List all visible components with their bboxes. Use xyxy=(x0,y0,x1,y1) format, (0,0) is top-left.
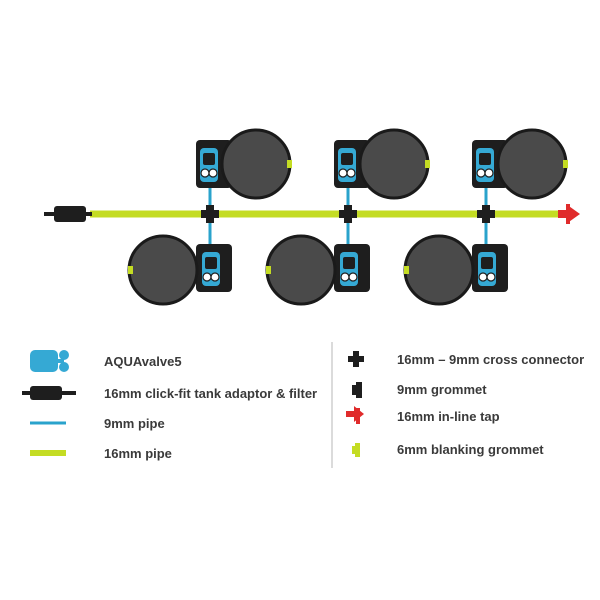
lower-unit-2 xyxy=(265,214,370,306)
cross-connector-icon xyxy=(348,351,364,367)
legend-label-tank-adaptor: 16mm click-fit tank adaptor & filter xyxy=(104,386,317,401)
legend-label-aquavalve: AQUAvalve5 xyxy=(104,354,182,369)
legend-label-blanking-grommet: 6mm blanking grommet xyxy=(397,442,544,457)
legend-label-cross-connector: 16mm – 9mm cross connector xyxy=(397,352,584,367)
lower-unit-3 xyxy=(403,214,508,306)
aquavalve-icon xyxy=(30,350,69,372)
legend-label-inline-tap: 16mm in-line tap xyxy=(397,409,500,424)
tank-adaptor-filter xyxy=(44,206,92,222)
lower-unit-1 xyxy=(127,214,232,306)
legend-label-pipe-16mm: 16mm pipe xyxy=(104,446,172,461)
upper-unit-1 xyxy=(196,128,292,214)
cross-connectors xyxy=(201,205,495,223)
inline-tap xyxy=(558,204,580,224)
system-diagram xyxy=(44,128,580,306)
inline-tap-icon xyxy=(346,406,364,424)
grommet-9mm-icon xyxy=(352,382,362,398)
legend-label-pipe-9mm: 9mm pipe xyxy=(104,416,165,431)
legend-label-grommet-9mm: 9mm grommet xyxy=(397,382,487,397)
upper-unit-3 xyxy=(472,128,568,214)
upper-unit-2 xyxy=(334,128,430,214)
blanking-grommet-icon xyxy=(352,443,360,457)
legend: AQUAvalve5 16mm click-fit tank adaptor &… xyxy=(22,342,584,468)
tank-adaptor-filter-icon xyxy=(22,386,76,400)
